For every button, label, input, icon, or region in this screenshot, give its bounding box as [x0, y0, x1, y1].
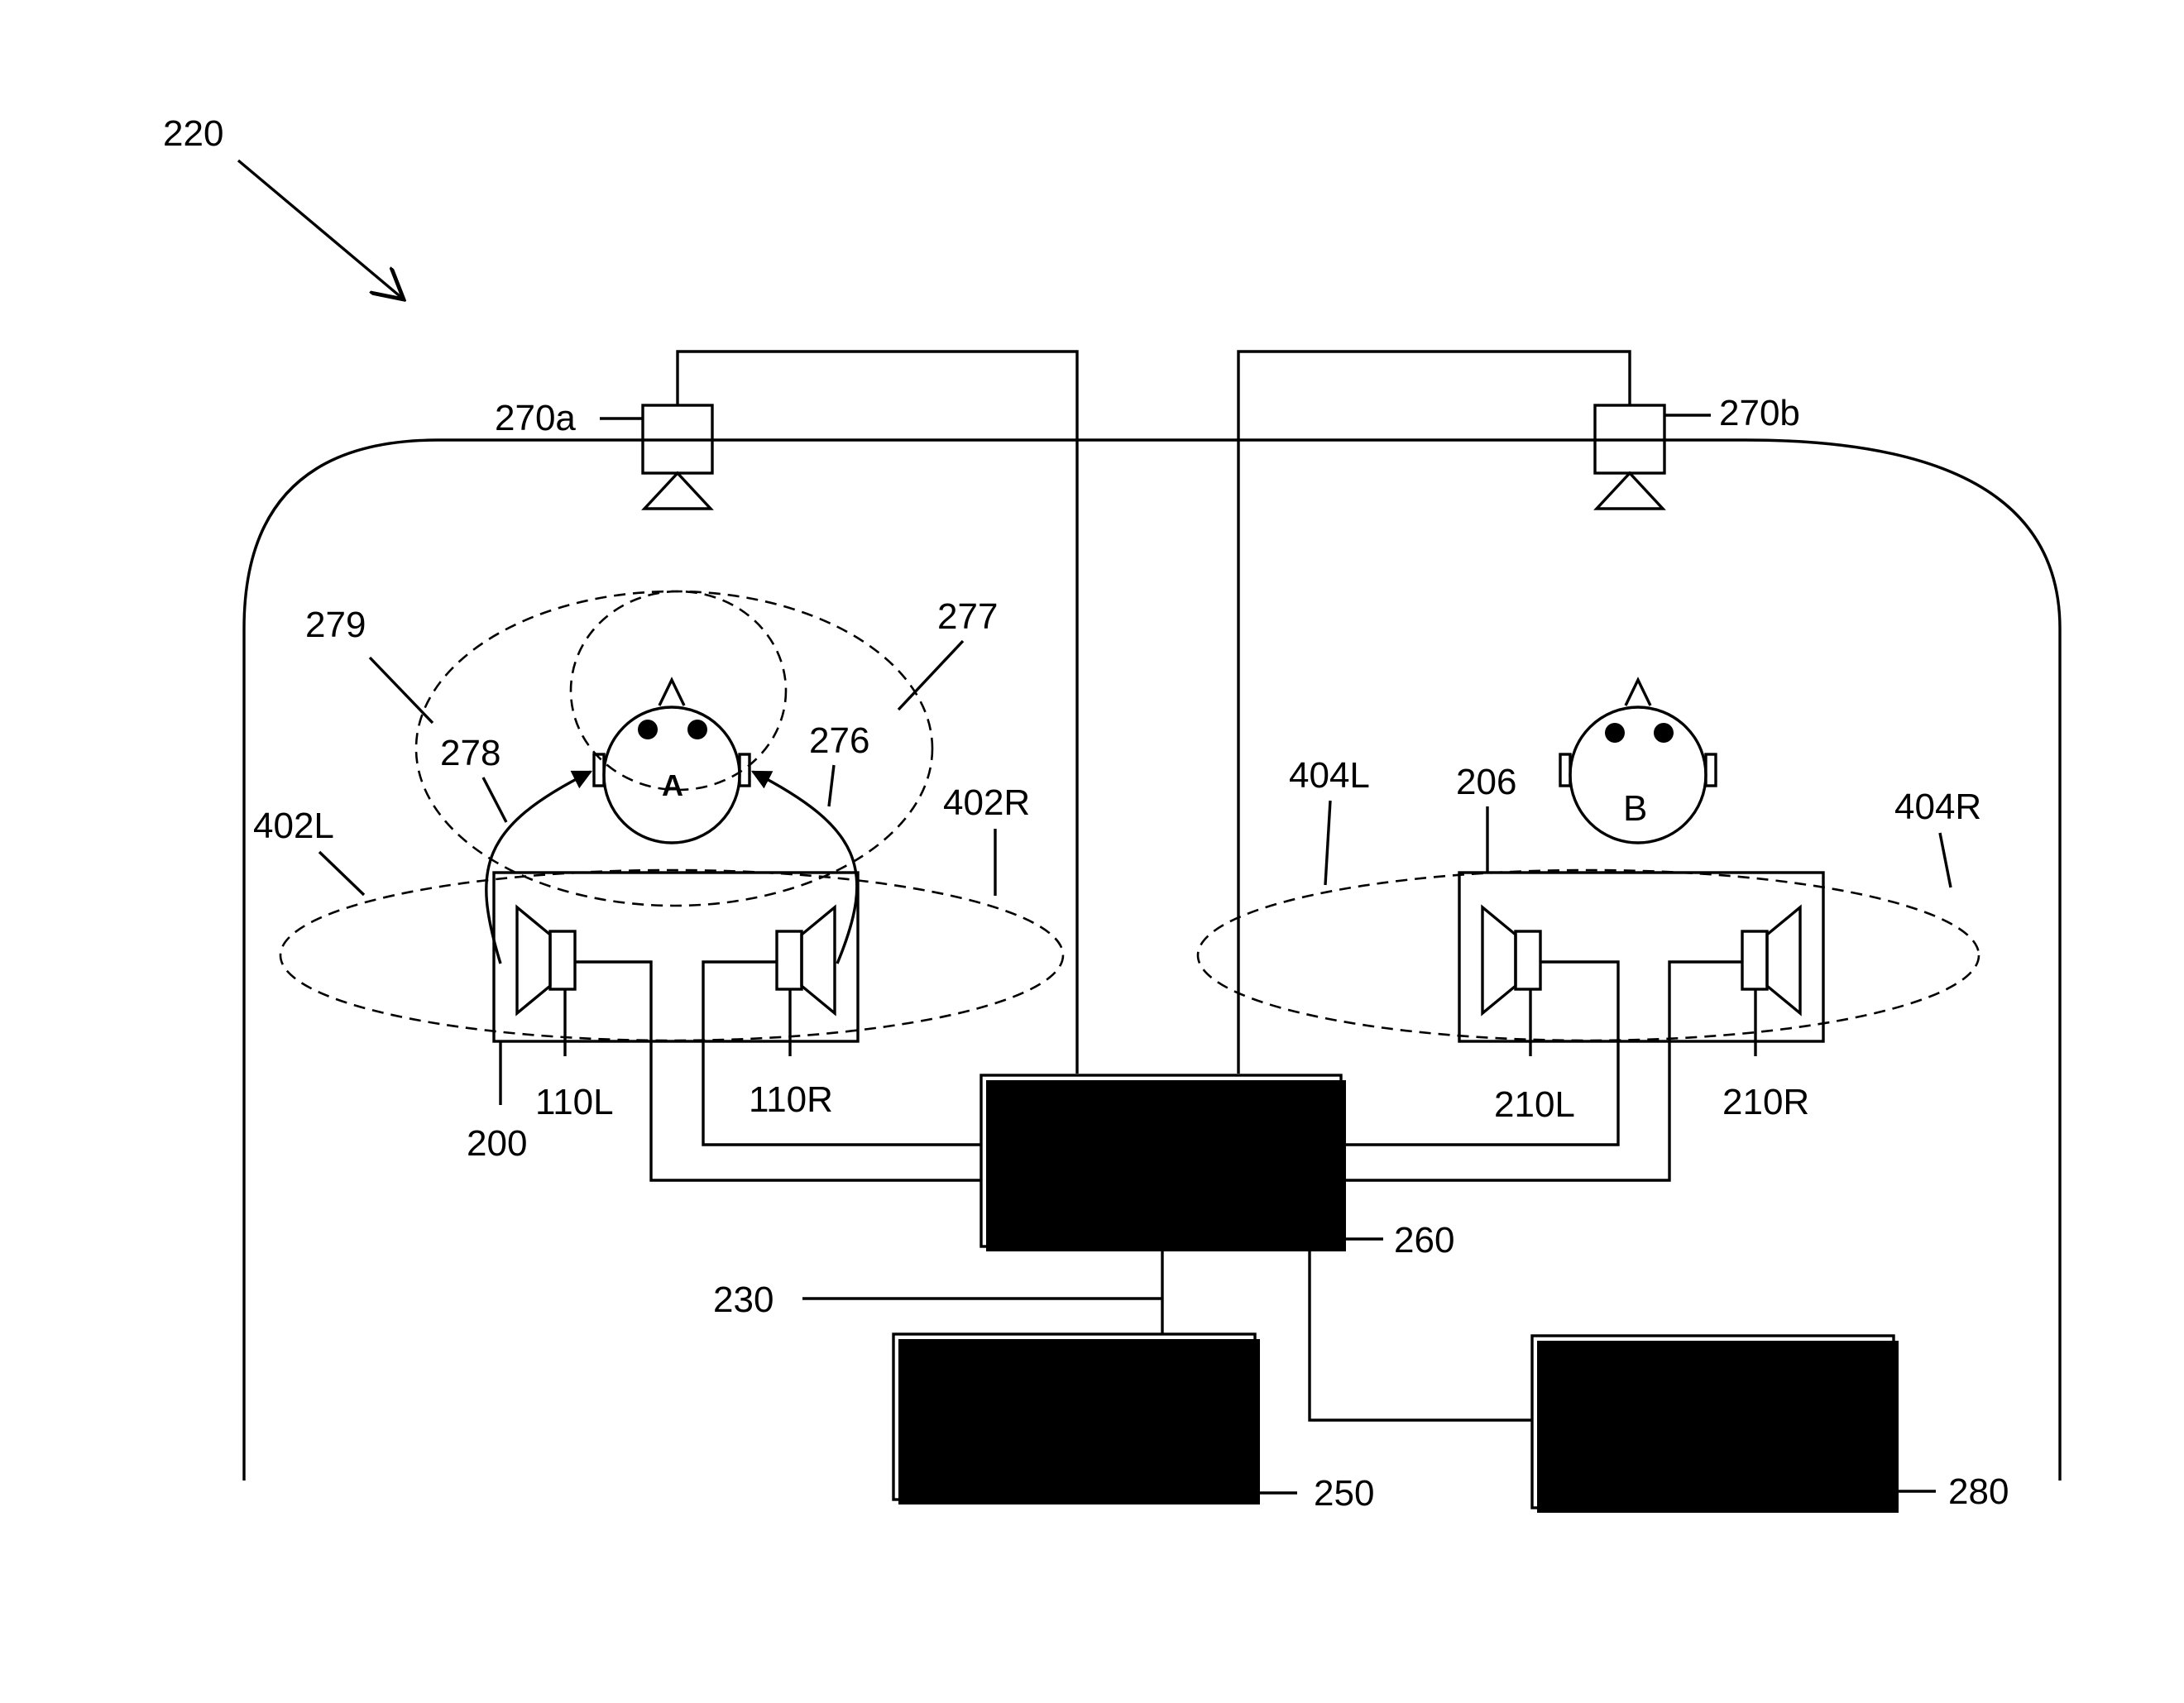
- listener-a-label: A: [662, 768, 683, 802]
- speaker-210r-icon: [1742, 907, 1800, 1013]
- wire-110r: [703, 962, 981, 1145]
- camera-270b-label: 270b: [1719, 393, 1800, 433]
- zone-402l-leader: [319, 852, 364, 895]
- figure-ref-arrow: [238, 160, 404, 299]
- source-label-line1: AUDIO SIGNAL: [962, 1381, 1185, 1415]
- zone-402-outline: [280, 870, 1063, 1040]
- processor-label-line2: PROCESSOR: [1065, 1166, 1260, 1200]
- database-label: DATABASE: [1631, 1405, 1797, 1439]
- processor-label-line1: SIGNAL: [1111, 1127, 1227, 1160]
- speaker-210r-label: 210R: [1722, 1082, 1809, 1122]
- source-label-line2: SOURCE: [1008, 1420, 1139, 1454]
- wire-camera-b: [1238, 352, 1630, 1074]
- signal-processor-block: [981, 1075, 1346, 1251]
- zone-279-leader: [370, 658, 433, 723]
- zone-404r-leader: [1940, 833, 1951, 887]
- speaker-110l-label: 110L: [535, 1082, 614, 1122]
- figure-ref-label: 220: [163, 113, 223, 154]
- path-278-leader: [483, 777, 506, 822]
- wire-210l: [1341, 962, 1618, 1145]
- wire-database: [1310, 1246, 1532, 1420]
- array-206-label: 206: [1456, 762, 1516, 802]
- zone-404-outline: [1198, 870, 1979, 1040]
- zone-277-label: 277: [937, 596, 998, 637]
- speaker-110r-label: 110R: [749, 1079, 833, 1120]
- zone-404l-leader: [1325, 801, 1330, 885]
- zone-402r-label: 402R: [943, 782, 1030, 823]
- wire-camera-a: [678, 352, 1077, 1074]
- zone-404r-label: 404R: [1894, 787, 1981, 827]
- path-276-label: 276: [809, 720, 869, 761]
- zone-277-leader: [898, 641, 963, 710]
- speaker-array-200: [494, 873, 858, 1041]
- camera-270a-icon: [643, 405, 712, 509]
- wire-210r: [1341, 962, 1742, 1180]
- processor-ref-label: 260: [1394, 1220, 1454, 1261]
- zone-404l-label: 404L: [1289, 755, 1370, 796]
- path-278-label: 278: [440, 733, 500, 773]
- zone-279-label: 279: [305, 605, 366, 645]
- zone-402l-label: 402L: [253, 806, 334, 846]
- audio-signal-source-block: [893, 1334, 1260, 1504]
- path-276-leader: [829, 765, 834, 806]
- speaker-array-206: [1459, 873, 1823, 1041]
- source-ref-label: 250: [1314, 1473, 1374, 1514]
- database-ref-label: 280: [1948, 1471, 2009, 1512]
- wire-110l: [575, 962, 981, 1180]
- listener-a-head: [594, 680, 750, 843]
- listener-b-label: B: [1623, 788, 1647, 829]
- array-200-label: 200: [467, 1123, 527, 1164]
- speaker-210l-label: 210L: [1494, 1084, 1575, 1125]
- camera-270a-label: 270a: [495, 398, 576, 438]
- camera-270b-icon: [1595, 405, 1664, 509]
- signal-line-230-label: 230: [713, 1280, 774, 1320]
- speaker-110r-icon: [777, 907, 835, 1013]
